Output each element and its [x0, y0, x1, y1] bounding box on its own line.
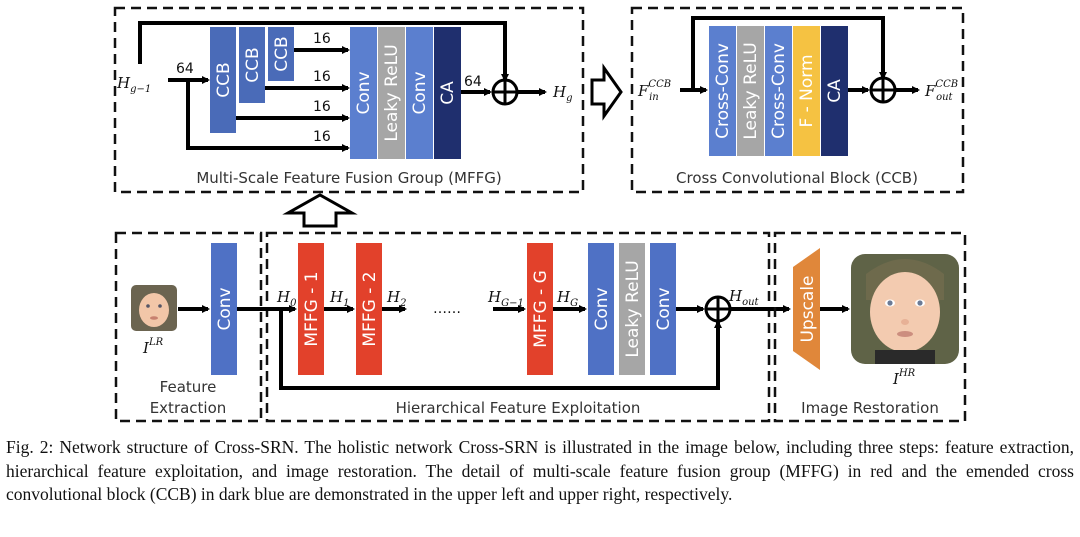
tail-conv-2-label: Conv [654, 287, 674, 330]
mffg-2-block [356, 243, 382, 375]
mffg-g-block [527, 243, 553, 375]
h2-label: H2 [386, 288, 406, 309]
mffg-conv-2-label: Conv [410, 71, 430, 114]
ccb-cross-conv-1-label: Cross-Conv [713, 43, 733, 139]
hg1-label: HG−1 [487, 288, 524, 309]
mffg-skip-line [138, 21, 509, 82]
tail-conv-1-label: Conv [592, 287, 612, 330]
ccb-f-norm [793, 26, 820, 156]
mffg-conv-1 [350, 27, 377, 159]
feature-extraction-border [114, 231, 263, 423]
hollow-up-arrow-icon [282, 193, 358, 228]
mffg-leaky-relu [378, 27, 405, 159]
ccb-block-1-label: CCB [214, 62, 234, 97]
hierarchical-border [265, 231, 771, 423]
global-sum-icon [704, 295, 732, 323]
h1-label: H1 [329, 288, 349, 309]
feature-extraction-title-1: Feature [160, 378, 217, 396]
ccb-leaky-relu [737, 26, 764, 156]
branch-channels-1: 16 [313, 31, 331, 47]
mffg-1-block [298, 243, 324, 375]
hr-baby-image [851, 254, 959, 364]
upscale-label: Upscale [798, 275, 818, 342]
mffg-sum-icon [491, 78, 519, 106]
mffg-output-label: Hg [552, 83, 573, 104]
mffg-input-label: Hg−1 [116, 74, 151, 95]
ccb-block-3 [268, 27, 294, 81]
branch-channels-4: 16 [313, 129, 331, 145]
upscale-block [793, 248, 820, 370]
restoration-border [773, 231, 967, 423]
ccb-cross-conv-2 [765, 26, 792, 156]
mffg-output-channels: 64 [464, 74, 482, 90]
ccb-block-2-label: CCB [243, 47, 263, 82]
mffg-conv-1-label: Conv [354, 71, 374, 114]
ccb-sum-icon [869, 76, 897, 104]
mffg-input-channels: 64 [176, 61, 194, 77]
ccb-block-3-label: CCB [272, 36, 292, 71]
hg-label: HG [556, 288, 578, 309]
tail-leaky-relu-label: Leaky ReLU [623, 260, 643, 357]
ccb-block-2 [239, 27, 265, 103]
mffg-leaky-relu-label: Leaky ReLU [382, 44, 402, 141]
branch-arrow-4 [186, 80, 350, 152]
ccb-skip-line [691, 16, 887, 90]
ccb-cross-conv-2-label: Cross-Conv [769, 43, 789, 139]
hout-label: Hout [728, 287, 760, 308]
ellipsis: …… [433, 301, 461, 317]
ccb-cross-conv-1 [709, 26, 736, 156]
fe-conv-block [211, 243, 237, 375]
hollow-right-arrow-icon [590, 63, 623, 121]
ccb-panel-title: Cross Convolutional Block (CCB) [676, 169, 918, 187]
fe-conv-label: Conv [215, 287, 235, 330]
tail-leaky-relu [619, 243, 645, 375]
ccb-block-1 [210, 27, 236, 133]
global-skip-line [279, 309, 722, 390]
ccb-leaky-relu-label: Leaky ReLU [741, 42, 761, 139]
figure-caption: Fig. 2: Network structure of Cross-SRN. … [6, 437, 1074, 504]
mffg-conv-2 [406, 27, 433, 159]
ccb-ca [821, 26, 848, 156]
ccb-panel-border [630, 6, 965, 194]
network-diagram: Hg−1 64 CCB CCB CCB 16 16 16 16 Conv Lea… [113, 6, 967, 423]
tail-conv-1 [588, 243, 614, 375]
mffg-ca [434, 27, 461, 159]
mffg-2-label: MFFG - 2 [360, 271, 380, 346]
feature-extraction-panel: ILR Conv Feature Extraction [114, 231, 263, 423]
ccb-f-norm-label: F - Norm [797, 54, 817, 127]
branch-channels-2: 16 [313, 69, 331, 85]
h0-label: H0 [276, 288, 297, 309]
mffg-panel-border [113, 6, 585, 194]
ccb-ca-label: CA [825, 79, 845, 103]
mffg-panel-title: Multi-Scale Feature Fusion Group (MFFG) [196, 169, 501, 187]
mffg-1-label: MFFG - 1 [302, 271, 322, 346]
branch-channels-3: 16 [313, 99, 331, 115]
lr-baby-image [131, 285, 177, 331]
lr-label: ILR [142, 337, 164, 357]
restoration-panel: Upscale IHR Image Restoration [773, 231, 967, 423]
restoration-title: Image Restoration [801, 399, 939, 417]
mffg-panel: Hg−1 64 CCB CCB CCB 16 16 16 16 Conv Lea… [113, 6, 585, 194]
hr-label: IHR [892, 368, 916, 388]
hierarchical-panel: H0 MFFG - 1 H1 MFFG - 2 H2 …… HG−1 MFFG … [237, 231, 791, 423]
mffg-ca-label: CA [438, 81, 458, 105]
mffg-g-label: MFFG - G [531, 270, 551, 348]
hierarchical-title: Hierarchical Feature Exploitation [396, 399, 641, 417]
feature-extraction-title-2: Extraction [150, 399, 227, 417]
tail-conv-2 [650, 243, 676, 375]
